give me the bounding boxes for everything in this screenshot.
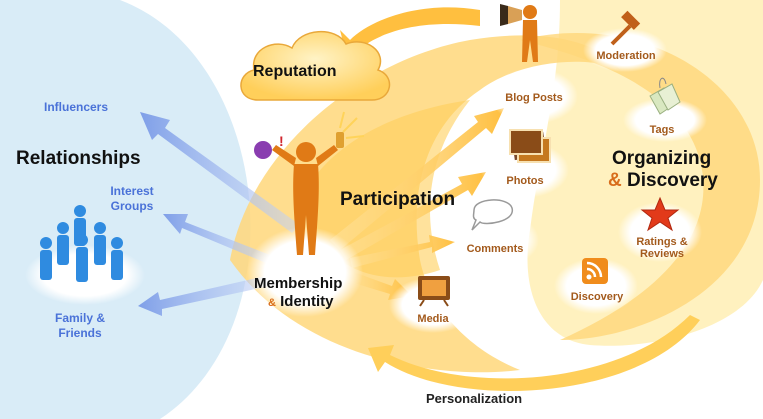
personalization-arrow	[368, 315, 700, 391]
rss-icon	[582, 258, 608, 284]
discovery-amp: &	[608, 170, 622, 191]
svg-text:!: !	[279, 133, 284, 149]
participation-title: Participation	[340, 189, 456, 210]
ratings-reviews-label: Ratings & Reviews	[632, 236, 692, 260]
relationships-title: Relationships	[16, 148, 141, 169]
comments-label: Comments	[466, 243, 524, 255]
interest-groups-line1: Interest	[110, 184, 154, 198]
moderation-disc	[583, 28, 667, 72]
star-icon	[640, 196, 680, 232]
photos-label: Photos	[506, 175, 544, 187]
people-group-icon	[40, 205, 123, 282]
reputation-loop-arrow	[340, 7, 480, 62]
tags-disc	[623, 98, 707, 142]
family-friends-label: Family & Friends	[50, 311, 110, 341]
arrow-to-family	[138, 275, 274, 316]
speech-bubble-icon	[471, 199, 513, 231]
tv-icon	[418, 276, 450, 307]
arrow-to-blog-posts	[330, 108, 504, 250]
photos-icon	[509, 129, 551, 163]
organizing-title: Organizing	[612, 148, 712, 169]
ratings-line1: Ratings &	[636, 236, 688, 248]
person-icon	[272, 142, 338, 255]
tags-label: Tags	[649, 124, 675, 136]
identity-word: Identity	[280, 293, 334, 310]
identity-amp: &	[268, 297, 276, 309]
discovery-word: Discovery	[627, 170, 718, 191]
moderation-label: Moderation	[596, 50, 656, 62]
family-friends-line1: Family &	[54, 311, 105, 325]
ratings-line2: Reviews	[639, 248, 685, 260]
ratings-disc	[618, 202, 702, 262]
discovery-label: Discovery	[570, 291, 624, 303]
cloud-icon	[240, 30, 391, 101]
blog-posts-disc	[490, 68, 578, 124]
blog-posts-label: Blog Posts	[505, 92, 563, 104]
influencers-label: Influencers	[44, 100, 109, 114]
discovery-title: & Discovery	[608, 170, 718, 192]
family-friends-line2: Friends	[58, 326, 102, 340]
interest-groups-label: Interest Groups	[104, 184, 160, 214]
personalization-label: Personalization	[426, 391, 523, 406]
media-label: Media	[417, 313, 449, 325]
relationships-region	[0, 0, 251, 419]
arrow-to-comments	[350, 235, 455, 268]
media-disc	[389, 277, 477, 333]
identity-label: & Identity	[268, 293, 333, 310]
membership-label: Membership	[254, 275, 343, 292]
gavel-icon	[610, 10, 641, 46]
arrow-to-photos	[340, 172, 486, 260]
discovery-disc	[554, 258, 638, 314]
megaphone-icon	[500, 4, 538, 62]
phone-icon	[336, 111, 365, 148]
interest-groups-line2: Groups	[110, 199, 154, 213]
tag-icon	[649, 77, 681, 115]
arrow-to-influencers	[140, 112, 300, 233]
reputation-label: Reputation	[253, 63, 337, 80]
arrow-to-interest-groups	[163, 214, 270, 263]
chat-icon: !	[254, 133, 284, 159]
membership-disc	[247, 227, 363, 317]
